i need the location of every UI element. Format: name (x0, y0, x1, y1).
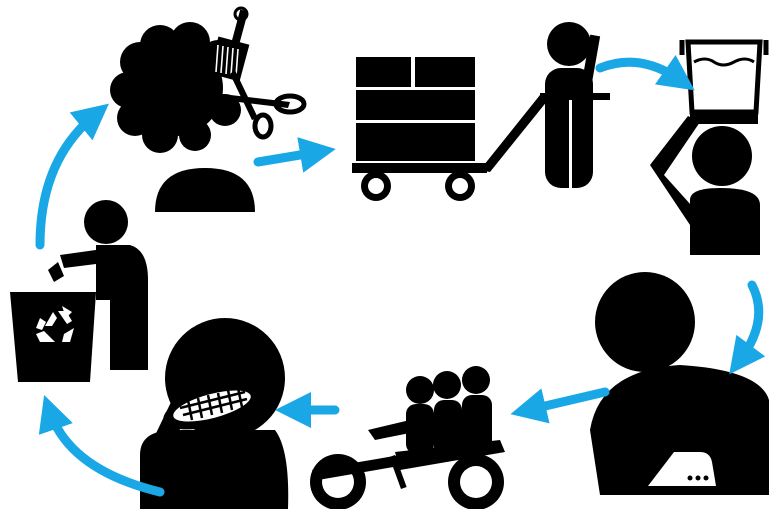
haircut-icon (110, 8, 304, 212)
ironing-icon (590, 272, 769, 495)
motorbike-passengers-icon (310, 366, 505, 509)
recycling-bin-icon (10, 200, 148, 382)
eating-corn-icon (140, 318, 288, 509)
arrow-haircut-to-cart (258, 152, 318, 162)
cart-pushing-icon (352, 22, 610, 201)
arrow-bucket-to-ironing (740, 285, 759, 360)
arrow-ironing-to-motorbike (528, 392, 605, 410)
arrow-cart-to-bucket (600, 62, 680, 80)
